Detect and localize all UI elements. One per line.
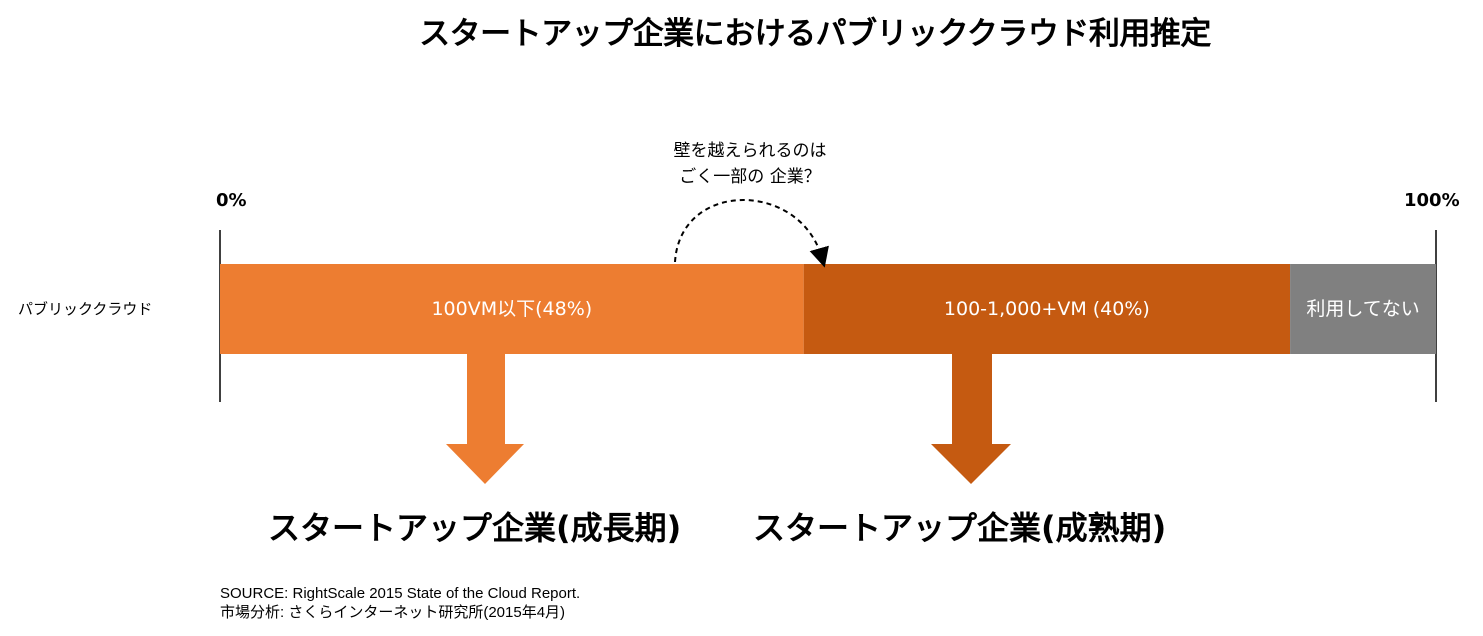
bar-segment-label: 利用してない (1306, 298, 1420, 320)
bar-segment (803, 264, 1291, 354)
axis-min-label: 0% (216, 190, 247, 211)
annotation-line-1: 壁を越えられるのは (673, 141, 827, 161)
chart-title: スタートアップ企業におけるパブリッククラウド利用推定 (419, 16, 1211, 52)
row-label: パブリッククラウド (18, 300, 153, 318)
result-mature-label: スタートアップ企業(成熟期) (753, 509, 1167, 547)
source-line-2: 市場分析: さくらインターネット研究所(2015年4月) (220, 604, 566, 621)
result-growth-label: スタートアップ企業(成長期) (268, 509, 682, 547)
bar-segment-label: 100VM以下(48%) (431, 298, 593, 320)
source-line-1: SOURCE: RightScale 2015 State of the Clo… (220, 585, 581, 602)
down-arrow-icon (931, 354, 1011, 484)
axis-max-label: 100% (1404, 190, 1460, 211)
annotation: 壁を越えられるのは ごく一部の 企業？ (640, 138, 860, 190)
curved-dashed-arrow-icon (674, 199, 829, 268)
bar-segment-label: 100-1,000+VM (40%) (943, 298, 1150, 320)
bar-segment (220, 264, 804, 354)
down-arrow-icon (446, 354, 524, 484)
annotation-line-2: ごく一部の 企業？ (679, 167, 821, 187)
source-note: SOURCE: RightScale 2015 State of the Clo… (220, 584, 580, 622)
bar-segment (1290, 264, 1436, 354)
